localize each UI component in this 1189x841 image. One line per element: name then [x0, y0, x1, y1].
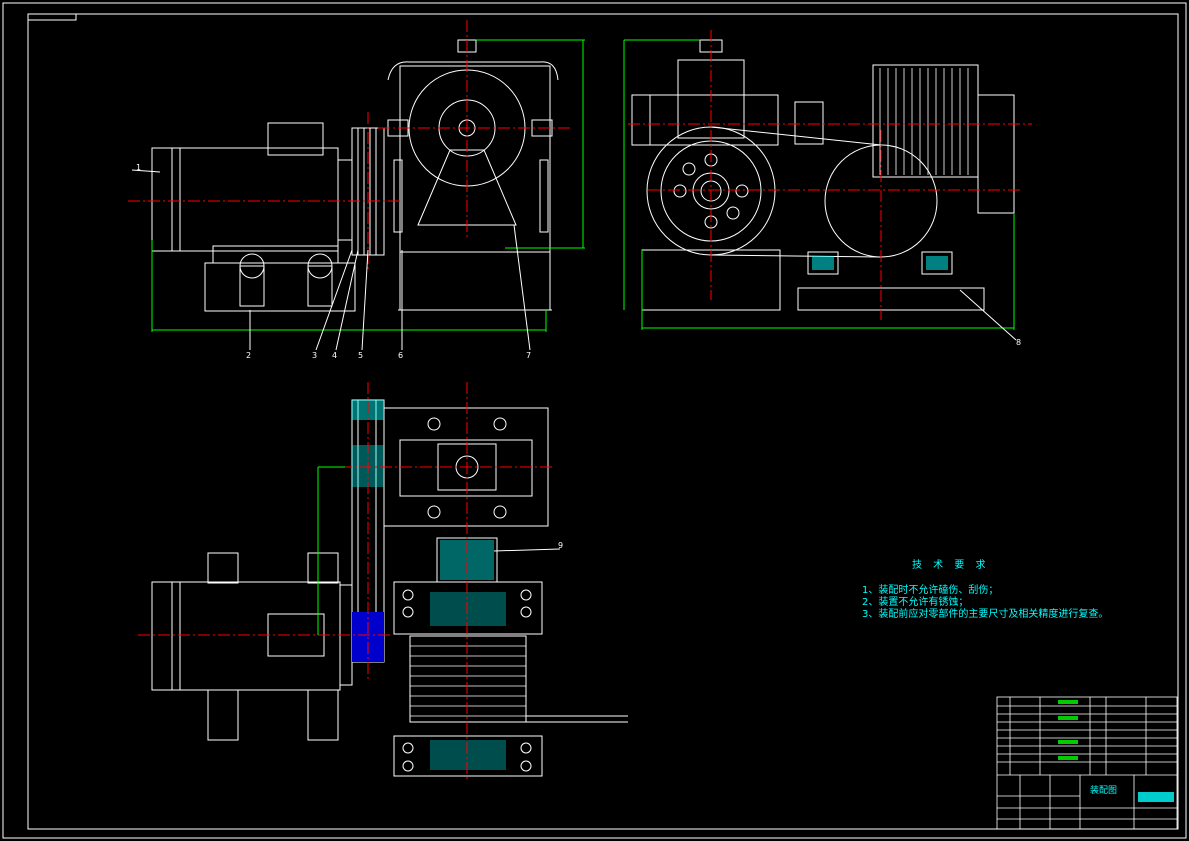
technical-requirements: 技 术 要 求 1、装配时不允许磕伤、刮伤； 2、装置不允许有锈蚀； 3、装配前…	[862, 556, 1108, 621]
gearbox-housing	[399, 65, 551, 253]
front-dimensions	[151, 39, 585, 332]
front-view	[151, 39, 559, 312]
balloon-5: 5	[358, 351, 363, 360]
top-dimensions	[317, 466, 345, 635]
terminal-box	[267, 122, 324, 156]
top-view	[151, 399, 628, 777]
title-block	[996, 696, 1178, 830]
balloon-1: 1	[136, 163, 141, 172]
balloon-7: 7	[526, 351, 531, 360]
side-centerlines	[628, 30, 1032, 320]
inner-frame	[27, 13, 1179, 830]
balloon-8: 8	[1016, 338, 1021, 347]
leaders	[131, 169, 1017, 552]
balloon-labels: 1 2 3 4 5 6 7 8 9	[136, 163, 1021, 550]
title-block-fills	[1058, 700, 1174, 802]
side-hatching	[812, 256, 948, 270]
tech-req-item: 3、装配前应对零部件的主要尺寸及相关精度进行复查。	[862, 609, 1109, 620]
gearbox-base	[399, 251, 551, 311]
balloon-3: 3	[312, 351, 317, 360]
top-centerlines	[138, 382, 552, 780]
tech-req-item: 2、装置不允许有锈蚀；	[862, 597, 969, 608]
drawing-name: 装配图	[1090, 784, 1117, 796]
top-drum	[409, 635, 527, 723]
balloon-9: 9	[558, 541, 563, 550]
balloon-2: 2	[246, 351, 251, 360]
winch-drum	[872, 64, 979, 178]
side-dimensions	[623, 39, 1015, 330]
top-hatching	[352, 400, 506, 770]
tech-req-item: 1、装配时不允许磕伤、刮伤；	[862, 585, 999, 596]
tech-req-title: 技 术 要 求	[912, 560, 990, 571]
balloon-4: 4	[332, 351, 337, 360]
balloon-6: 6	[398, 351, 403, 360]
front-centerlines	[128, 20, 572, 270]
frame-label-box	[27, 13, 77, 21]
